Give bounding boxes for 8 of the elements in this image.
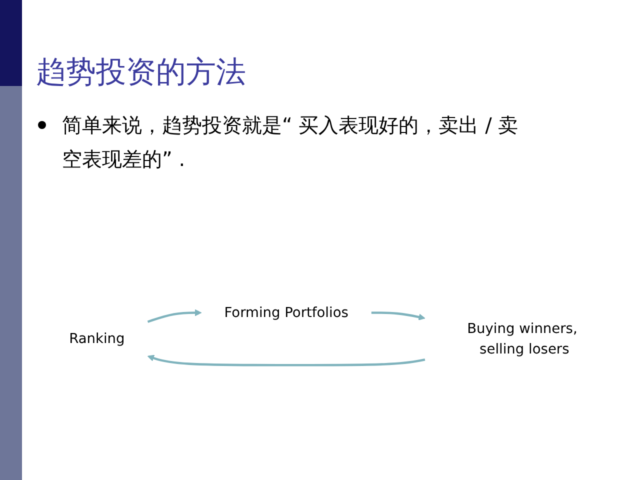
node-text: Ranking bbox=[69, 330, 125, 347]
arrow bbox=[371, 312, 426, 320]
title: 趋势投资的方法 bbox=[36, 54, 246, 92]
node-text: Buying winners, selling losers bbox=[467, 320, 578, 358]
arrow bbox=[147, 354, 426, 366]
node-text: Forming Portfolios bbox=[224, 304, 348, 321]
bullet-text: 简单来说，趋势投资就是“ 买入表现好的，卖出 / 卖空表现差的” . bbox=[62, 112, 520, 173]
arrow bbox=[147, 309, 202, 323]
